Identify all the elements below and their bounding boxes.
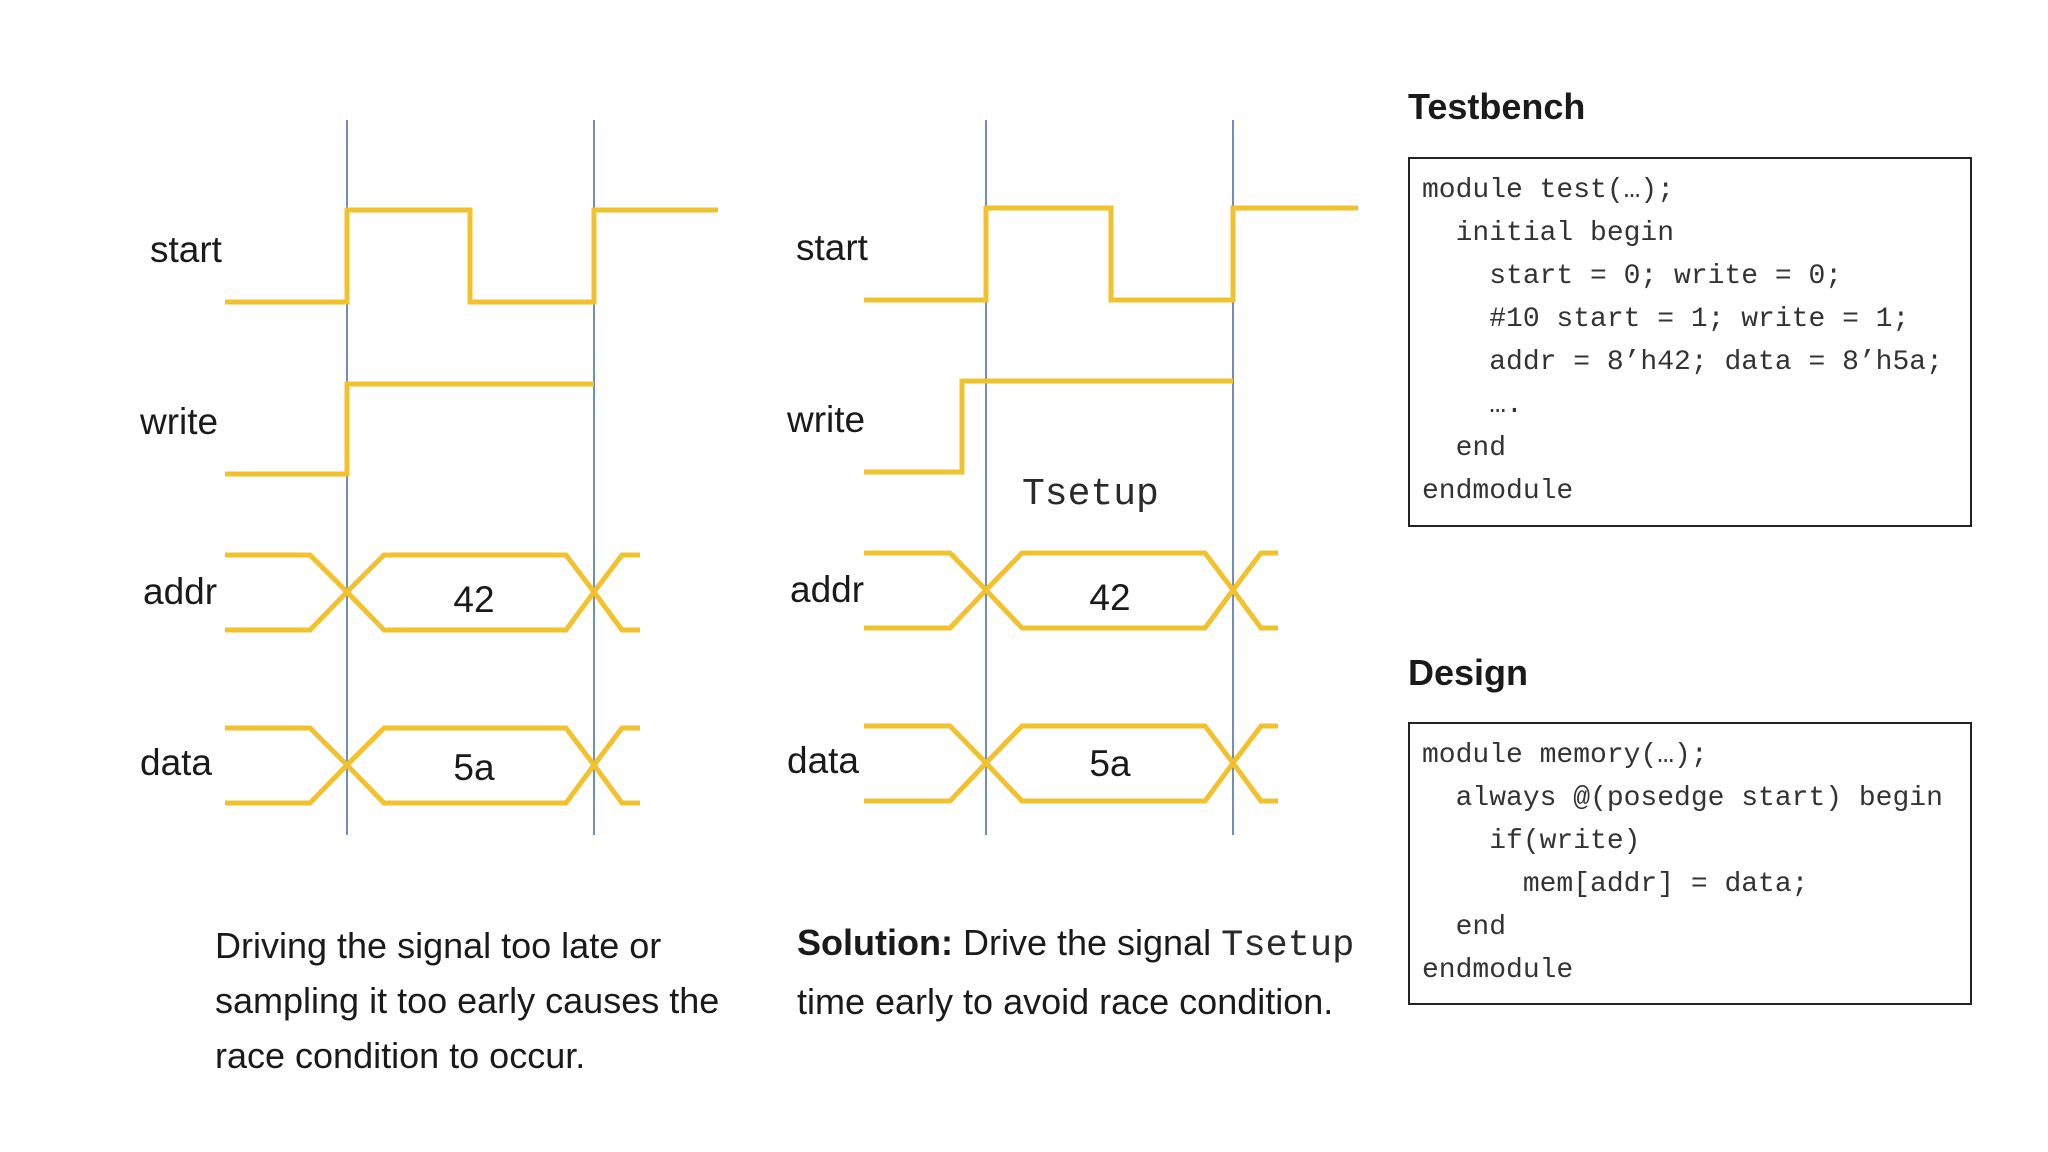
right-timing-diagram: start write addr data Tsetup 42 5a <box>786 120 1358 835</box>
solution-label: Solution: <box>797 922 953 963</box>
testbench-code-line: #10 start = 1; write = 1; <box>1422 304 1910 335</box>
testbench-code-line: start = 0; write = 0; <box>1422 261 1843 292</box>
left-label-start: start <box>150 229 223 270</box>
right-caption-line-2: time early to avoid race condition. <box>797 981 1334 1022</box>
testbench-code-line: …. <box>1422 390 1523 421</box>
left-start-waveform <box>225 207 718 305</box>
testbench-code-line: module test(…); <box>1422 175 1675 206</box>
design-code-line: endmodule <box>1422 955 1574 986</box>
testbench-code-line: addr = 8’h42; data = 8’h5a; <box>1422 347 1943 378</box>
design-code-line: mem[addr] = data; <box>1422 869 1809 900</box>
left-timing-diagram: start write addr data 42 5a <box>139 120 718 835</box>
right-caption-tsetup: Tsetup <box>1221 925 1355 967</box>
testbench-code-line: endmodule <box>1422 476 1574 507</box>
testbench-code-line: initial begin <box>1422 218 1675 249</box>
left-label-addr: addr <box>143 571 217 612</box>
left-addr-value: 42 <box>453 579 494 620</box>
right-caption-line-1: Solution: Drive the signal Tsetup <box>797 915 1354 974</box>
right-label-write: write <box>786 399 865 440</box>
right-label-data: data <box>787 740 859 781</box>
tsetup-label: Tsetup <box>1022 473 1159 516</box>
right-write-waveform <box>864 378 1233 475</box>
left-addr-bus <box>225 552 640 633</box>
left-data-value: 5a <box>453 747 495 788</box>
right-addr-bus <box>864 550 1278 631</box>
left-caption-line-3: race condition to occur. <box>215 1035 586 1076</box>
right-data-value: 5a <box>1089 743 1131 784</box>
design-code-line: if(write) <box>1422 826 1641 857</box>
left-label-write: write <box>139 401 218 442</box>
right-label-start: start <box>796 227 869 268</box>
right-start-waveform <box>864 205 1358 303</box>
testbench-heading: Testbench <box>1408 86 1586 127</box>
left-data-bus <box>225 725 640 806</box>
design-code-line: end <box>1422 912 1507 943</box>
right-caption-text: Drive the signal <box>962 922 1212 963</box>
design-heading: Design <box>1408 652 1529 693</box>
left-caption-line-2: sampling it too early causes the <box>215 980 720 1021</box>
left-caption-line-1: Driving the signal too late or <box>215 925 662 966</box>
right-data-bus <box>864 723 1278 804</box>
testbench-code-line: end <box>1422 433 1507 464</box>
left-label-data: data <box>140 742 212 783</box>
right-label-addr: addr <box>790 569 864 610</box>
design-code-line: module memory(…); <box>1422 740 1708 771</box>
right-addr-value: 42 <box>1089 577 1130 618</box>
testbench-code-box: module test(…); initial begin start = 0;… <box>1408 157 1972 527</box>
right-caption: Solution: Drive the signal Tsetup time e… <box>797 915 1354 1029</box>
design-code-line: always @(posedge start) begin <box>1422 783 1943 814</box>
left-caption: Driving the signal too late or sampling … <box>215 918 719 1083</box>
design-code-box: module memory(…); always @(posedge start… <box>1408 722 1972 1005</box>
left-write-waveform <box>225 381 594 477</box>
